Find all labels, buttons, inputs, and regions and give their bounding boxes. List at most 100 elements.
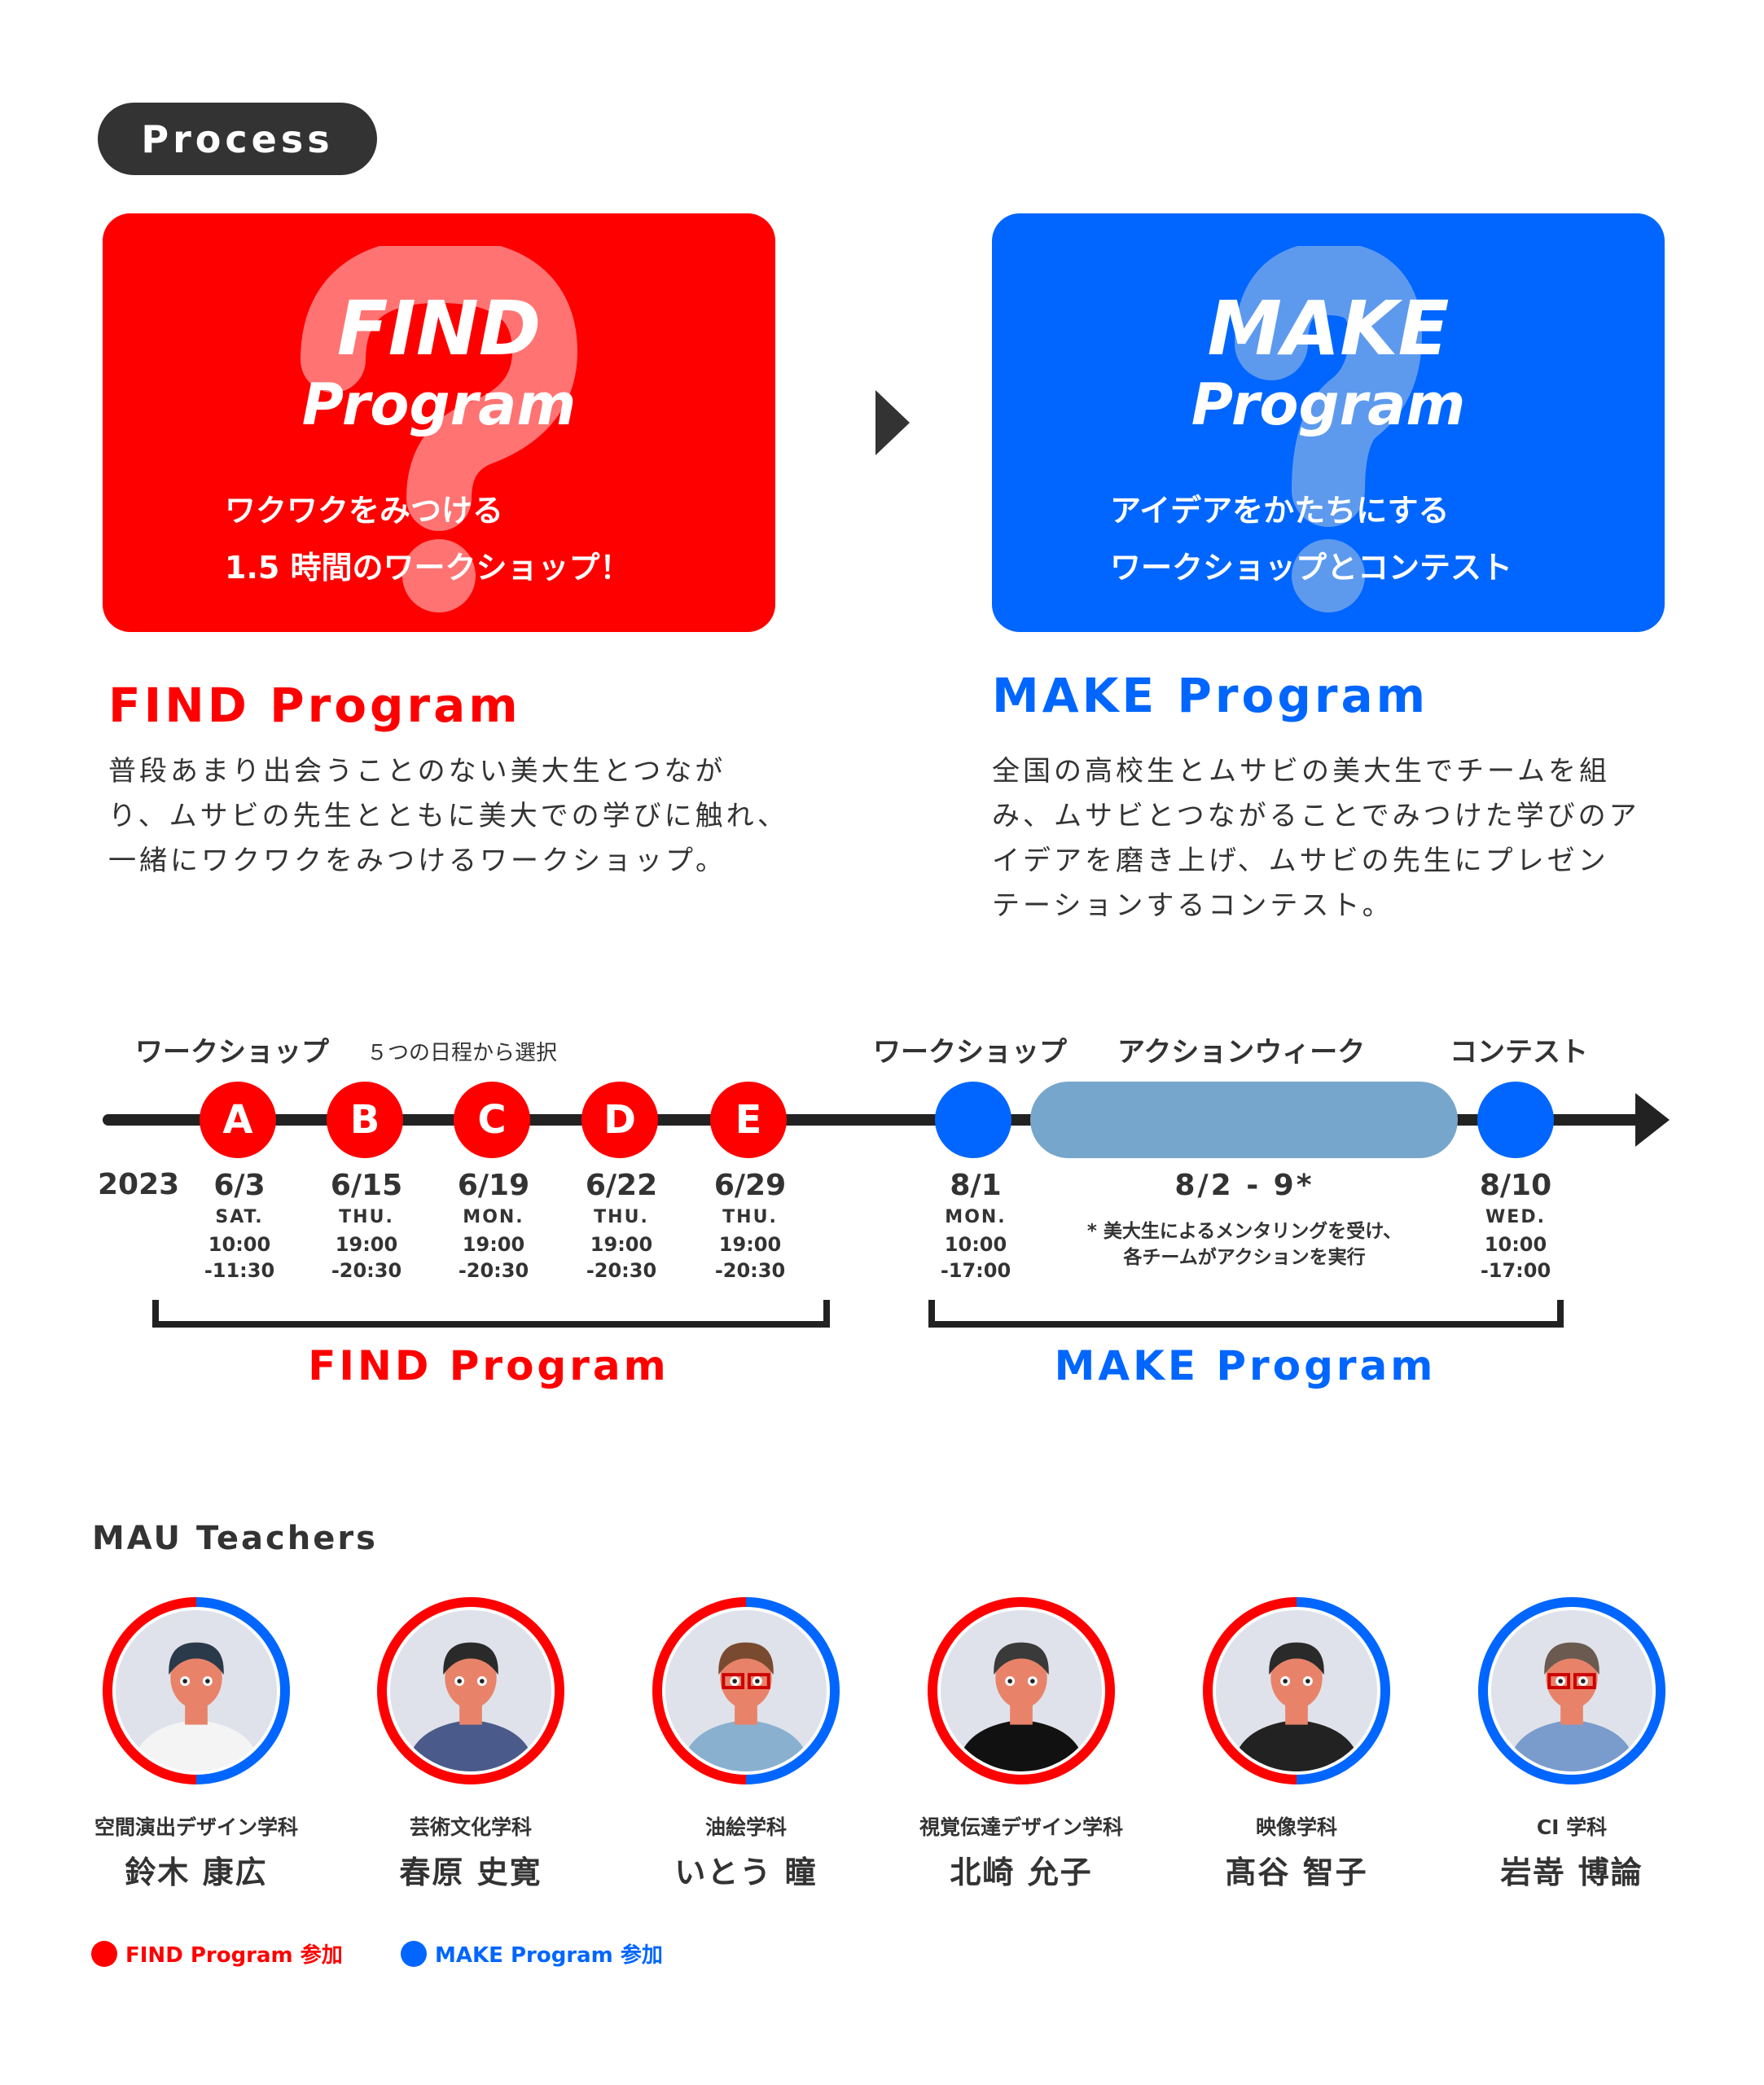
date: 8/1 xyxy=(950,1169,1002,1202)
find-description: 普段あまり出会うことのない美大生とつなが り、ムサビの先生とともに美大での学びに… xyxy=(108,749,788,884)
arrow-right-icon xyxy=(875,390,910,455)
make-heading: MAKE Program xyxy=(992,668,1429,723)
session-date: 6/19 MON. 19:00 -20:30 xyxy=(458,1168,529,1284)
start-time: 19:00 xyxy=(718,1233,782,1256)
legend-find: FIND Program 参加 xyxy=(91,1938,343,1969)
date: 6/29 xyxy=(713,1169,787,1202)
make-workshop-label: ワークショップ xyxy=(873,1036,1067,1069)
teachers-heading: MAU Teachers xyxy=(92,1520,378,1557)
make-card-line1: アイデアをかたちにする xyxy=(1110,493,1450,529)
teacher-name: 北崎 允子 xyxy=(950,1855,1093,1890)
process-badge: Process xyxy=(98,103,377,175)
weekday: THU. xyxy=(594,1207,649,1227)
session-letter: C xyxy=(477,1097,507,1143)
find-note: ５つの日程から選択 xyxy=(366,1041,558,1065)
session-letter: A xyxy=(222,1097,253,1143)
session-date: 6/15 THU. 19:00 -20:30 xyxy=(331,1168,402,1284)
session-dot: C xyxy=(454,1082,530,1158)
make-card-title: MAKE xyxy=(1207,285,1450,372)
legend-find-label: FIND Program 参加 xyxy=(125,1943,343,1968)
start-time: 19:00 xyxy=(590,1233,653,1256)
start-time: 19:00 xyxy=(335,1233,398,1256)
weekday: MON. xyxy=(945,1207,1007,1227)
teacher-avatar xyxy=(652,1597,840,1784)
action-note-line2: 各チームがアクションを実行 xyxy=(1123,1247,1366,1268)
teacher-department: 映像学科 xyxy=(1255,1815,1338,1839)
find-card-line1: ワクワクをみつける xyxy=(225,493,504,529)
find-bracket-label: FIND Program xyxy=(308,1342,669,1389)
contest-label: コンテスト xyxy=(1450,1036,1588,1069)
make-workshop-dot xyxy=(935,1082,1011,1158)
find-bracket xyxy=(152,1300,830,1328)
end-time: -17:00 xyxy=(940,1259,1011,1282)
weekday: SAT. xyxy=(215,1207,264,1227)
find-card-subtitle: Program xyxy=(301,371,577,438)
find-card-line2: 1.5 時間のワークショップ！ xyxy=(225,550,631,586)
session-dot: B xyxy=(327,1082,403,1158)
make-bracket-label: MAKE Program xyxy=(1054,1342,1437,1389)
date: 6/15 xyxy=(330,1169,403,1202)
start-time: 10:00 xyxy=(208,1233,271,1256)
date: 6/3 xyxy=(213,1169,265,1202)
teacher-portrait-icon xyxy=(390,1610,551,1771)
make-card-subtitle: Program xyxy=(1191,371,1466,438)
desc-line: イデアを磨き上げ、ムサビの先生にプレゼン xyxy=(992,845,1609,877)
teacher-department: CI 学科 xyxy=(1536,1815,1608,1839)
session-date: 6/29 THU. 19:00 -20:30 xyxy=(714,1168,786,1284)
end-time: -20:30 xyxy=(714,1259,786,1282)
session-letter: D xyxy=(603,1097,636,1143)
start-time: 10:00 xyxy=(1484,1233,1547,1256)
find-heading: FIND Program xyxy=(108,678,521,733)
session-date: 6/3 SAT. 10:00 -11:30 xyxy=(204,1168,274,1284)
contest-date: 8/10 WED. 10:00 -17:00 xyxy=(1480,1168,1551,1284)
legend-make: MAKE Program 参加 xyxy=(401,1938,663,1969)
session-dot: E xyxy=(710,1082,787,1158)
question-mark-icon xyxy=(301,246,578,612)
start-time: 19:00 xyxy=(462,1233,525,1256)
teacher-portrait-icon xyxy=(1216,1610,1377,1771)
teacher-avatar xyxy=(103,1597,290,1784)
make-program-card: MAKE Program アイデアをかたちにするワークショップとコンテスト xyxy=(992,213,1665,632)
weekday: MON. xyxy=(463,1207,524,1227)
teacher-avatar xyxy=(1203,1597,1390,1784)
session-dot: D xyxy=(581,1082,658,1158)
find-program-card: FIND Program ワクワクをみつける 1.5 時間のワークショップ！ xyxy=(103,213,775,632)
make-description: 全国の高校生とムサビの美大生でチームを組 み、ムサビとつながることでみつけた学び… xyxy=(992,749,1640,928)
session-letter: B xyxy=(349,1097,380,1143)
red-dot-icon xyxy=(91,1940,117,1967)
make-card-line2: ワークショップとコンテスト xyxy=(1110,550,1513,586)
date: 8/10 xyxy=(1479,1169,1552,1202)
blue-dot-icon xyxy=(401,1940,427,1967)
desc-line: み、ムサビとつながることでみつけた学びのア xyxy=(992,800,1640,832)
timeline-arrow-icon xyxy=(1635,1093,1670,1147)
date: 6/19 xyxy=(457,1169,530,1202)
find-card-title: FIND xyxy=(336,285,542,372)
end-time: -17:00 xyxy=(1480,1259,1551,1282)
start-time: 10:00 xyxy=(944,1233,1007,1256)
teacher-avatar xyxy=(377,1597,564,1784)
teacher-department: 視覚伝達デザイン学科 xyxy=(919,1815,1124,1839)
session-letter: E xyxy=(735,1097,762,1143)
teacher-name: 岩嵜 博論 xyxy=(1500,1855,1643,1890)
date: 6/22 xyxy=(585,1169,658,1202)
year-label: 2023 xyxy=(98,1168,180,1201)
make-bracket xyxy=(928,1300,1564,1328)
date: 8/2 - 9* xyxy=(1174,1169,1314,1202)
desc-line: 全国の高校生とムサビの美大生でチームを組 xyxy=(992,755,1610,788)
question-mark-icon xyxy=(1235,246,1423,612)
action-week-bar xyxy=(1030,1082,1458,1158)
teacher-avatar xyxy=(1478,1597,1665,1784)
action-week-label: アクションウィーク xyxy=(1117,1036,1366,1069)
end-time: -20:30 xyxy=(331,1259,402,1282)
session-dot: A xyxy=(200,1082,276,1158)
teacher-avatar xyxy=(928,1597,1115,1784)
teacher-portrait-icon xyxy=(116,1610,277,1771)
teacher-name: 髙谷 智子 xyxy=(1225,1855,1368,1890)
teacher-portrait-icon xyxy=(1491,1610,1652,1771)
teacher-department: 空間演出デザイン学科 xyxy=(94,1815,299,1839)
session-date: 6/22 THU. 19:00 -20:30 xyxy=(586,1168,657,1284)
end-time: -20:30 xyxy=(458,1259,529,1282)
desc-line: り、ムサビの先生とともに美大での学びに触れ、 xyxy=(108,800,788,832)
weekday: WED. xyxy=(1485,1207,1546,1227)
desc-line: 一緒にワクワクをみつけるワークショップ。 xyxy=(108,845,726,877)
